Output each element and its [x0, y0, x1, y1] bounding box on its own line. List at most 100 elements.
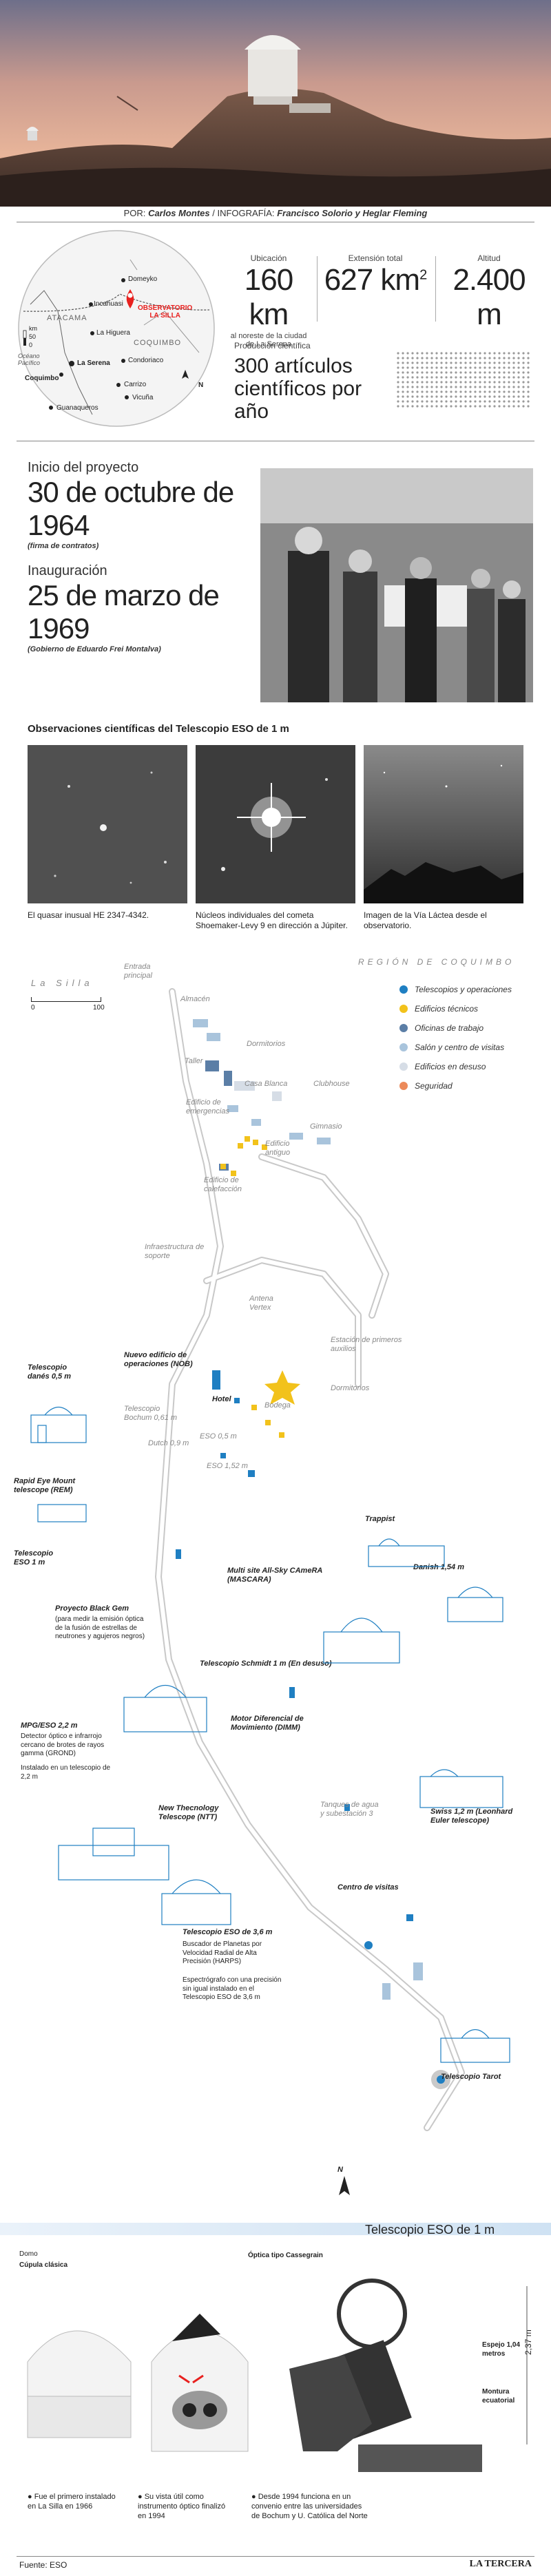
stat-divider: [317, 256, 318, 322]
map-blackgem-note: (para medir la emisión óptica de la fusi…: [55, 1615, 145, 1640]
map-antena: Antena Vertex: [249, 1295, 273, 1312]
map-mpg-note-2: Instalado en un telescopio de 2,2 m: [21, 1764, 111, 1781]
tarot-building-icon: [440, 2029, 510, 2063]
stat-extension: Extensión total 627 km2: [324, 253, 427, 297]
inauguration-photo: [260, 468, 533, 702]
date-inauguracion-value: 25 de marzo de 1969: [28, 579, 220, 645]
town-carrizo: Carrizo: [124, 381, 147, 388]
danes-building-icon: [30, 1406, 87, 1443]
map-dormitorios-2: Dormitorios: [331, 1384, 370, 1392]
map-bochum: Telescopio Bochum 0,61 m: [124, 1405, 178, 1423]
map-entrada: Entrada principal: [124, 963, 152, 981]
legend-label: Telescopios y operaciones: [415, 985, 512, 994]
map-mpg-note: Detector óptico e infrarrojo cercano de …: [21, 1732, 105, 1757]
legend-swatch: [399, 1062, 408, 1071]
town-la-higuera: La Higuera: [96, 329, 130, 337]
comet-caption: Núcleos individuales del cometa Shoemake…: [196, 910, 348, 930]
map-eso-05: ESO 0,5 m: [200, 1432, 237, 1441]
map-eso-36-note-2: Espectrógrafo con una precisión sin igua…: [183, 1976, 282, 2001]
map-legend: Telescopios y operaciones Edificios técn…: [399, 985, 537, 1091]
quasar-caption: El quasar inusual HE 2347-4342.: [28, 910, 149, 920]
credits-author: Carlos Montes: [148, 208, 210, 218]
map-clubhouse: Clubhouse: [313, 1080, 350, 1088]
stat-altitud-label: Altitud: [477, 253, 501, 263]
map-edif-antiguo: Edificio antiguo: [265, 1140, 291, 1158]
north-arrow-icon: [339, 2176, 350, 2195]
schmidt-building-icon: [323, 1617, 400, 1664]
quasar-image: [28, 745, 187, 903]
legend-label: Seguridad: [415, 1081, 453, 1091]
divider: [17, 2556, 534, 2557]
map-almacen: Almacén: [180, 995, 210, 1003]
map-tarot: Telescopio Tarot: [441, 2073, 501, 2081]
legend-label: Edificios en desuso: [415, 1062, 486, 1071]
legend-swatch: [399, 1024, 408, 1032]
footer-brand: LA TERCERA: [469, 2559, 532, 2569]
locator-km-zero: 0: [29, 342, 33, 348]
map-edif-emergencia: Edificio de emergencias: [186, 1098, 229, 1116]
fact-3: ● Desde 1994 funciona en un convenio ent…: [251, 2493, 368, 2520]
stat-ubicacion-note: al noreste de la ciudad de La Serena: [230, 332, 307, 348]
comet-image: [196, 745, 355, 903]
mpg-building-icon: [123, 1684, 207, 1732]
stat-extension-sup: 2: [419, 267, 427, 283]
date-inicio-note: (firma de contratos): [28, 542, 99, 550]
legend-label: Oficinas de trabajo: [415, 1023, 484, 1033]
trappist-building-icon: [368, 1538, 445, 1567]
map-dormitorios: Dormitorios: [247, 1040, 286, 1048]
stat-altitud-value: 2.400 m: [453, 263, 526, 331]
map-casa-blanca: Casa Blanca: [245, 1080, 288, 1088]
stat-altitud: Altitud 2.400 m: [441, 253, 537, 332]
footer-source: Fuente: ESO: [19, 2560, 67, 2570]
telescope-title: Telescopio ESO de 1 m: [365, 2223, 495, 2237]
map-schmidt: Telescopio Schmidt 1 m (En desuso): [200, 1659, 332, 1668]
fact-3-text: Desde 1994 funciona en un convenio entre…: [251, 2493, 368, 2520]
locator-map: km 50 0 ATACAMA COQUIMBO Océano Pacífico…: [17, 229, 216, 428]
milkyway-caption: Imagen de la Vía Láctea desde el observa…: [364, 910, 487, 930]
map-estacion: Estación de primeros auxilios: [331, 1336, 402, 1354]
locator-region-coquimbo: COQUIMBO: [134, 339, 182, 347]
town-coquimbo: Coquimbo: [25, 375, 59, 382]
legend-label: Salón y centro de visitas: [415, 1043, 505, 1052]
eso36-building-icon: [161, 1879, 231, 1925]
town-condoriaco: Condoriaco: [128, 357, 164, 364]
map-eso-1m: Telescopio ESO 1 m: [14, 1549, 54, 1567]
map-mpg: MPG/ESO 2,2 m: [21, 1721, 78, 1730]
montura-label: Montura ecuatorial: [482, 2388, 515, 2405]
danish-building-icon: [447, 1587, 503, 1622]
map-taller: Taller: [185, 1057, 203, 1065]
map-mascara: Multi site All-Sky CAmeRA (MASCARA): [227, 1567, 322, 1584]
stat-produccion: Producción científica 300 artículos cien…: [234, 341, 386, 423]
legend-label: Edificios técnicos: [415, 1004, 479, 1014]
credits-designers: Francisco Solorio y Heglar Fleming: [277, 208, 428, 218]
swiss-building-icon: [419, 1769, 503, 1808]
map-gimnasio: Gimnasio: [310, 1122, 342, 1131]
credits-line: POR: Carlos Montes / INFOGRAFÍA: Francis…: [0, 208, 551, 218]
date-inauguracion: Inauguración 25 de marzo de 1969 (Gobier…: [28, 563, 262, 653]
map-infraestructura: Infraestructura de soporte: [145, 1243, 205, 1261]
articles-dot-grid: [396, 351, 534, 417]
map-trappist: Trappist: [365, 1515, 395, 1523]
map-edif-calefaccion: Edificio de calefacción: [204, 1176, 242, 1194]
legend-swatch: [399, 1043, 408, 1051]
map-swiss: Swiss 1,2 m (Leonhard Euler telescope): [430, 1808, 513, 1825]
locator-km-scale: 50: [29, 333, 37, 340]
map-rem: Rapid Eye Mount telescope (REM): [14, 1477, 76, 1495]
stat-ubicacion-label: Ubicación: [250, 253, 287, 263]
map-dutch: Dutch 0,9 m: [148, 1439, 189, 1447]
stat-extension-label: Extensión total: [348, 253, 403, 263]
locator-region-atacama: ATACAMA: [47, 314, 87, 322]
map-la-silla-label: La Silla: [31, 978, 94, 988]
stat-ubicacion-value: 160 km: [244, 263, 293, 331]
map-hotel: Hotel: [212, 1395, 231, 1403]
map-dimm: Motor Diferencial de Movimiento (DIMM): [231, 1715, 304, 1732]
cupula-label: Cúpula clásica: [19, 2261, 68, 2269]
fact-1: ● Fue el primero instalado en La Silla e…: [28, 2493, 116, 2511]
locator-km-unit: km: [29, 325, 37, 332]
map-nob: Nuevo edificio de operaciones (NOB): [124, 1351, 193, 1369]
map-scale-bar: [31, 997, 101, 1002]
map-danes: Telescopio danés 0,5 m: [28, 1363, 71, 1381]
map-blackgem: Proyecto Black Gem: [55, 1604, 129, 1613]
locator-marker-label: OBSERVATORIO LA SILLA: [138, 304, 192, 320]
fact-1-text: Fue el primero instalado en La Silla en …: [28, 2493, 116, 2511]
